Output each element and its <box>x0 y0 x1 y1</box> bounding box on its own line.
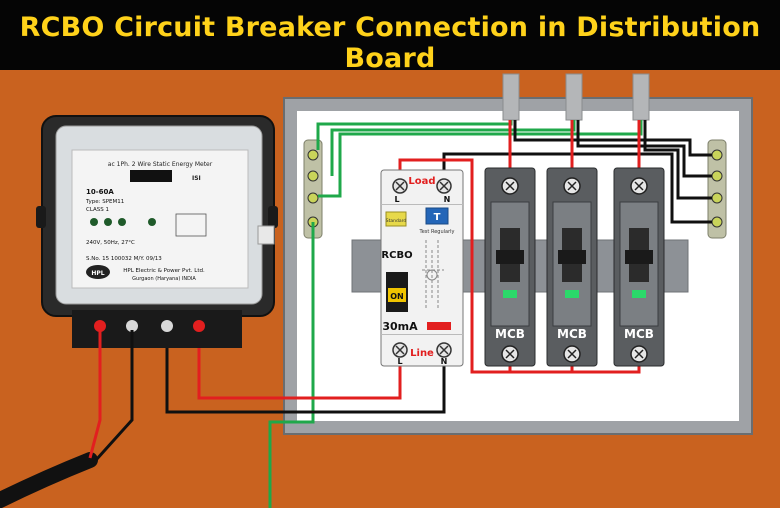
rcbo-terminal-l-label: L <box>394 195 399 204</box>
earth-screw <box>307 192 319 204</box>
supply-live-wire <box>88 330 102 459</box>
cable-gland-3 <box>632 73 650 121</box>
rcbo-name: RCBO <box>381 250 412 261</box>
live-wires <box>197 120 641 400</box>
mcb-1-led <box>503 290 517 298</box>
rcbo-terminal-n-bottom-label: N <box>441 357 448 366</box>
neutral-bar-right <box>707 139 727 239</box>
cable-gland-1 <box>502 73 520 121</box>
neutral-screw <box>711 149 723 161</box>
rcbo-schematic <box>422 240 444 310</box>
rcbo-body <box>380 169 464 367</box>
rcbo-maker-text: Standard <box>386 218 407 224</box>
rcbo-line-label: Line <box>410 348 434 359</box>
title-bar <box>0 0 780 70</box>
rcbo-rating: 30mA <box>382 320 418 333</box>
meter-serial: S.No. 15 100032 M/Y. 09/13 <box>86 256 162 262</box>
meter-display <box>130 170 172 182</box>
rcbo-toggle-indicator <box>388 288 406 302</box>
meter-class: CLASS 1 <box>86 207 109 213</box>
meter-spec: ac 1Ph. 2 Wire Static Energy Meter <box>108 161 213 168</box>
diagram-title: RCBO Circuit Breaker Connection in Distr… <box>19 12 761 74</box>
meter-led <box>118 218 126 226</box>
rcbo-load-label: Load <box>408 176 435 187</box>
earth-screw <box>307 149 319 161</box>
mcb-1-label: MCB <box>495 327 525 341</box>
neutral-screw <box>711 216 723 228</box>
meter-led <box>90 218 98 226</box>
rcbo-test-button-label: T <box>434 212 441 223</box>
meter-brand-logo <box>86 265 110 279</box>
mcb-2-label: MCB <box>557 327 587 341</box>
mcb-2: MCB <box>546 167 598 367</box>
rcbo-terminal-l-bottom-label: L <box>397 357 402 366</box>
supply-cable <box>0 452 98 508</box>
earth-screw <box>307 170 319 182</box>
earth-wires <box>268 120 643 508</box>
meter-voltage: 240V, 50Hz, 27°C <box>86 240 135 246</box>
cable-gland-2 <box>565 73 583 121</box>
mcb-1: MCB <box>484 167 536 367</box>
meter-led <box>104 218 112 226</box>
mcb-3-label: MCB <box>624 327 654 341</box>
rcbo-trip-indicator <box>427 322 451 330</box>
mcb-2-led <box>565 290 579 298</box>
rcbo-toggle-label: ON <box>390 292 404 301</box>
mcb-3-led <box>632 290 646 298</box>
rcbo-test-caption: Test Regularly <box>419 229 455 235</box>
meter-logo: ISI <box>192 175 201 182</box>
rcbo-maker-badge <box>385 211 407 227</box>
meter-seal <box>257 225 275 245</box>
meter-brand: HPL <box>91 270 104 277</box>
energy-meter: ac 1Ph. 2 Wire Static Energy Meter ISI 1… <box>36 115 278 348</box>
meter-type: Type: SPEM11 <box>85 199 124 205</box>
rcbo-terminal-n-label: N <box>444 195 451 204</box>
mcb-3: MCB <box>613 167 665 367</box>
neutral-wires <box>165 120 712 414</box>
supply-neutral-wire <box>94 330 134 462</box>
rcbo-test-button[interactable] <box>425 207 449 225</box>
meter-led <box>148 218 156 226</box>
meter-maker: HPL Electric & Power Pvt. Ltd. <box>123 268 205 274</box>
neutral-screw <box>711 192 723 204</box>
meter-rating: 10-60A <box>86 188 114 196</box>
neutral-screw <box>711 170 723 182</box>
meter-location: Gurgaon (Haryana) INDIA <box>132 276 196 282</box>
meter-circuit-diagram <box>175 213 207 237</box>
